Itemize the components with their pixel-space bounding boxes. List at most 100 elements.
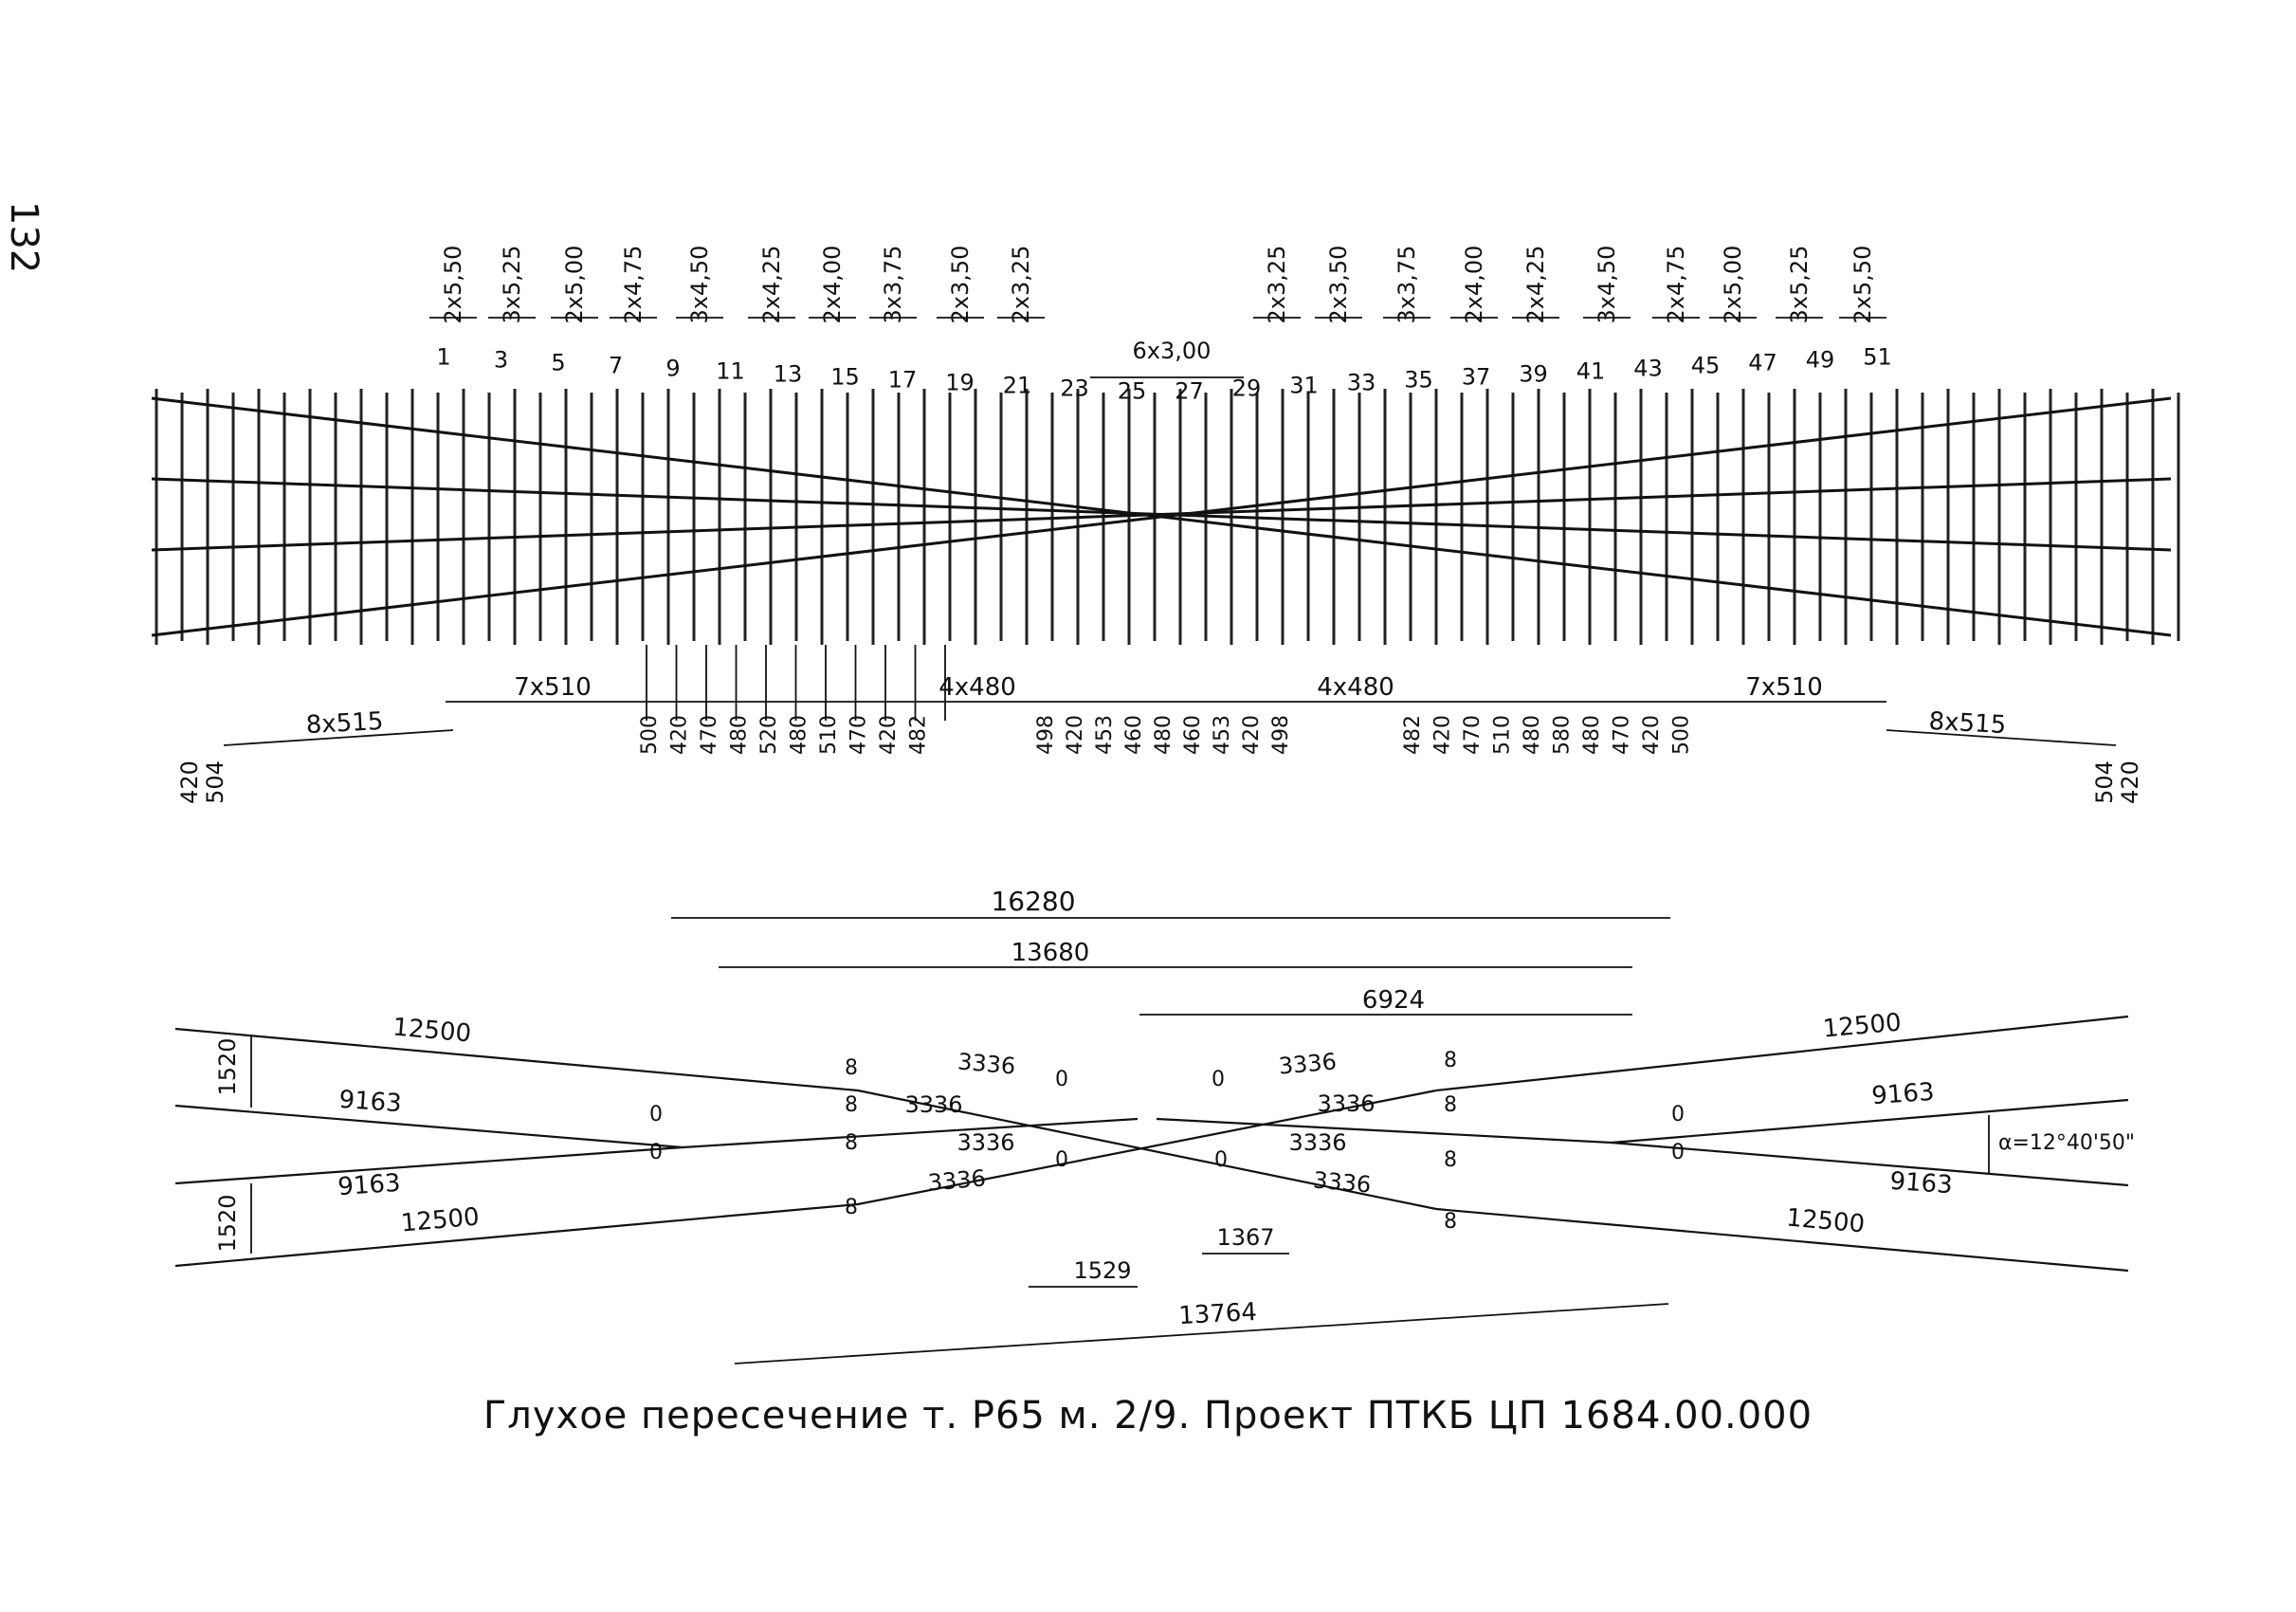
dimension-label: 7x510 <box>1745 673 1823 702</box>
dimension-label: 8x515 <box>1928 707 2007 740</box>
angle-label: α=12°40'50" <box>1998 1131 2135 1155</box>
spacing-label: 453 <box>1211 715 1234 755</box>
rail-line <box>174 1202 859 1268</box>
point-mark: 8 <box>1444 1093 1457 1117</box>
spacing-label: 470 <box>698 715 721 755</box>
group-label: 2x5,50 <box>1850 246 1876 324</box>
spacing-label: 480 <box>1580 715 1604 755</box>
group-label: 2x5,00 <box>1720 246 1746 324</box>
dimension-label: 7x510 <box>514 673 592 702</box>
drawing-caption: Глухое пересечение т. Р65 м. 2/9. Проект… <box>483 1394 1813 1438</box>
tie-number: 7 <box>609 353 623 379</box>
tie-number: 51 <box>1863 344 1892 371</box>
spacing-label: 453 <box>1093 715 1117 755</box>
tie-number: 41 <box>1576 358 1606 385</box>
dimension-label: 420 <box>176 760 203 804</box>
group-label: 2x4,25 <box>1522 246 1549 324</box>
spacing-label: 498 <box>1034 715 1058 755</box>
spacing-label: 510 <box>817 715 841 755</box>
dimension-label: 420 <box>2117 760 2143 804</box>
group-label: 3x5,25 <box>499 246 525 324</box>
group-label: 3x3,75 <box>880 246 906 324</box>
point-mark: 0 <box>1055 1148 1068 1172</box>
tie-number: 3 <box>494 347 508 374</box>
point-mark: 0 <box>649 1141 663 1164</box>
rail-line <box>1435 1015 2129 1092</box>
rail-line <box>174 1104 683 1149</box>
group-label: 3x5,25 <box>1786 246 1813 324</box>
spacing-label: 420 <box>877 715 901 755</box>
rail-line <box>1156 1117 1613 1145</box>
point-mark: 8 <box>845 1131 858 1155</box>
group-label: 2x3,50 <box>947 246 974 324</box>
gauge-label: 1520 <box>214 1194 241 1252</box>
rail-line <box>857 1089 1437 1211</box>
rail-length-label: 3336 <box>1312 1166 1372 1198</box>
rail-line <box>174 1027 859 1092</box>
tie-number: 35 <box>1404 367 1433 394</box>
spacing-label: 500 <box>638 715 662 755</box>
dimension-line <box>1886 729 2117 746</box>
tie-number: 37 <box>1462 364 1491 391</box>
point-mark: 8 <box>1444 1210 1457 1234</box>
spacing-label: 470 <box>1611 715 1634 755</box>
spacing-label: 420 <box>1064 715 1087 755</box>
gauge-label: 1520 <box>214 1037 241 1095</box>
group-label: 3x3,75 <box>1394 246 1420 324</box>
dimension-label: 13680 <box>1011 939 1090 967</box>
tie-number: 15 <box>830 364 860 391</box>
rail-length-label: 12500 <box>392 1013 472 1048</box>
rail-length-label: 3336 <box>957 1129 1014 1156</box>
spacing-label: 470 <box>847 715 871 755</box>
tie-number: 19 <box>945 370 975 396</box>
rail-length-label: 12500 <box>1785 1203 1866 1238</box>
point-mark: 8 <box>1444 1049 1457 1072</box>
spacing-label: 480 <box>1152 715 1175 755</box>
dimension-label: 16280 <box>991 886 1075 917</box>
dimension-label: 4x480 <box>1317 673 1394 702</box>
rail-line <box>857 1089 1437 1206</box>
tie-number: 9 <box>665 356 680 382</box>
group-label: 2x4,00 <box>1461 246 1487 324</box>
spacing-label: 480 <box>728 715 752 755</box>
rail-length-label: 9163 <box>338 1086 403 1119</box>
tie-number: 1 <box>436 344 450 371</box>
tie-number: 31 <box>1289 373 1319 399</box>
dimension-label: 1367 <box>1216 1224 1274 1251</box>
tie-number: 39 <box>1519 361 1548 388</box>
spacing-label: 482 <box>907 715 931 755</box>
spacing-label: 500 <box>1670 715 1694 755</box>
group-label: 2x5,00 <box>561 246 588 324</box>
top-rails <box>151 396 2172 637</box>
point-mark: 0 <box>1055 1068 1068 1091</box>
rail-length-label: 9163 <box>1889 1167 1954 1200</box>
sleeper-ties <box>155 389 2180 721</box>
rail-length-label: 12500 <box>1822 1008 1903 1043</box>
spacing-label: 498 <box>1269 715 1293 755</box>
tie-number: 47 <box>1748 350 1777 376</box>
spacing-label: 482 <box>1401 715 1425 755</box>
point-mark: 8 <box>845 1093 858 1117</box>
group-label: 3x4,50 <box>1594 246 1620 324</box>
tie-number: 43 <box>1633 356 1663 382</box>
top-labels: 2x5,50 3x5,25 2x5,00 2x4,75 3x4,50 2x4,25 2x4,… <box>176 246 2143 804</box>
rail-length-label: 3336 <box>1278 1048 1338 1079</box>
spacing-label: 420 <box>1431 715 1455 755</box>
group-label: 2x4,75 <box>620 246 647 324</box>
tie-number: 49 <box>1806 347 1835 374</box>
group-label: 2x5,50 <box>440 246 466 324</box>
rail-length-label: 3336 <box>1317 1090 1375 1117</box>
rail-length-label: 3336 <box>1288 1129 1346 1156</box>
point-mark: 0 <box>1214 1148 1228 1172</box>
group-label-center: 6x3,00 <box>1133 338 1212 364</box>
tie-number: 25 <box>1118 378 1147 405</box>
dimension-label: 504 <box>202 760 228 804</box>
rail-line <box>1435 1207 2129 1273</box>
tie-number: 27 <box>1175 378 1204 405</box>
dimension-line <box>734 1303 1669 1365</box>
dimension-label: 13764 <box>1177 1298 1257 1330</box>
tie-number: 17 <box>888 367 918 394</box>
spacing-label: 580 <box>1551 715 1575 755</box>
spacing-label: 480 <box>1521 715 1544 755</box>
